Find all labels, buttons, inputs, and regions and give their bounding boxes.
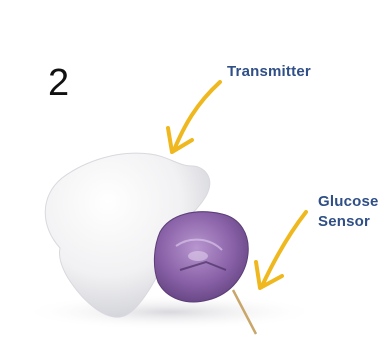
step-number: 2 xyxy=(48,64,69,102)
device-shadow xyxy=(20,294,320,330)
transmitter-label: Transmitter xyxy=(227,62,311,82)
glucose-sensor-label-line1: Glucose xyxy=(318,192,379,212)
glucose-sensor-label: Glucose Sensor xyxy=(318,192,379,232)
transmitter-arrow xyxy=(168,82,220,152)
transmitter-label-text: Transmitter xyxy=(227,62,311,82)
sensor-arrow xyxy=(256,212,306,288)
glucose-sensor-label-line2: Sensor xyxy=(318,212,379,232)
